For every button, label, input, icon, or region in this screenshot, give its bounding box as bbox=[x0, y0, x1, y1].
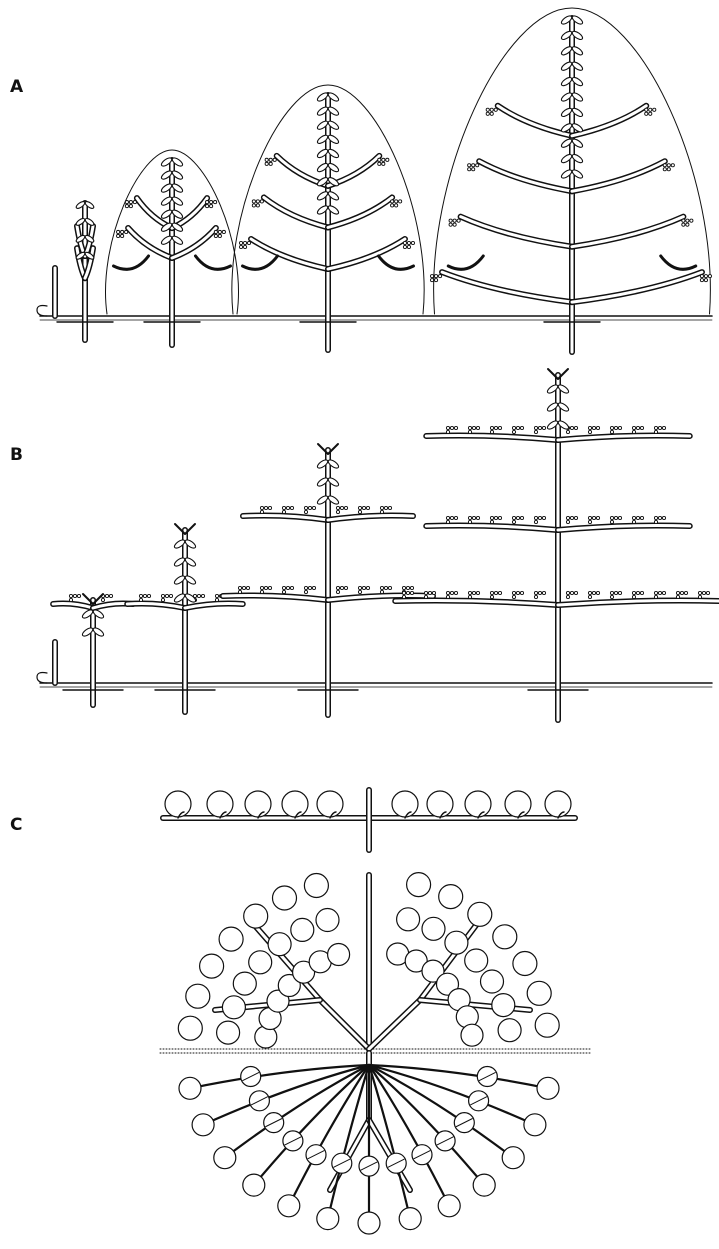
plan-spur-14 bbox=[268, 933, 291, 956]
plan-spur-7 bbox=[200, 954, 224, 978]
plan-spur-11 bbox=[249, 951, 272, 974]
panel-b-ground-line bbox=[37, 642, 712, 687]
plan-tip-51 bbox=[438, 1195, 460, 1217]
plan-spur-23 bbox=[397, 908, 420, 931]
panel-c: C bbox=[10, 790, 590, 1234]
panel-b: B bbox=[10, 369, 719, 720]
plan-tip-65 bbox=[192, 1114, 214, 1136]
plan-tip-63 bbox=[214, 1147, 236, 1169]
tree-b-4 bbox=[395, 369, 719, 720]
plan-spur-10 bbox=[219, 927, 243, 951]
plan-spur-8 bbox=[233, 972, 256, 995]
plan-spur-5 bbox=[222, 996, 245, 1019]
plan-tip-59 bbox=[278, 1195, 300, 1217]
side-spur-4 bbox=[282, 791, 308, 817]
tree-b-3 bbox=[223, 444, 433, 715]
plan-spur-34 bbox=[513, 952, 537, 976]
plan-spur-28 bbox=[468, 902, 492, 926]
plan-spur-41 bbox=[498, 1019, 521, 1042]
plan-spur-38 bbox=[492, 994, 515, 1017]
side-spur-1 bbox=[165, 791, 191, 817]
plan-spur-37 bbox=[527, 981, 551, 1005]
panel-c-label: C bbox=[10, 815, 22, 835]
plan-tip-53 bbox=[399, 1208, 421, 1230]
tree-a-3 bbox=[232, 85, 424, 350]
side-spur-2 bbox=[207, 791, 233, 817]
plan-spur-25 bbox=[439, 885, 463, 909]
plan-spur-21 bbox=[328, 944, 350, 966]
side-spur-8 bbox=[465, 791, 491, 817]
tree-b-1 bbox=[53, 594, 133, 705]
plan-spur-17 bbox=[291, 918, 314, 941]
plan-tip-61 bbox=[243, 1174, 265, 1196]
plan-tip-57 bbox=[317, 1208, 339, 1230]
plan-spur-2 bbox=[217, 1021, 240, 1044]
tree-a-1 bbox=[57, 200, 113, 340]
plan-spur-1 bbox=[178, 1016, 202, 1040]
plan-lower-half bbox=[179, 1053, 559, 1234]
plan-spur-16 bbox=[273, 886, 297, 910]
tree-a-4 bbox=[430, 8, 711, 352]
plan-spur-42 bbox=[461, 1024, 483, 1046]
side-spur-7 bbox=[427, 791, 453, 817]
side-spur-3 bbox=[245, 791, 271, 817]
plan-spur-22 bbox=[407, 873, 431, 897]
plan-spur-35 bbox=[481, 970, 504, 993]
panel-a: A bbox=[10, 8, 712, 352]
plan-tip-55 bbox=[358, 1212, 380, 1234]
plan-spur-29 bbox=[445, 931, 468, 954]
plan-spur-32 bbox=[465, 949, 488, 972]
plan-spur-13 bbox=[244, 904, 268, 928]
plan-spur-31 bbox=[493, 925, 517, 949]
plan-spur-19 bbox=[304, 874, 328, 898]
side-spur-5 bbox=[317, 791, 343, 817]
panel-b-trees bbox=[53, 369, 719, 720]
panel-a-label: A bbox=[10, 77, 24, 97]
plan-tip-45 bbox=[524, 1114, 546, 1136]
panel-c-plan-view bbox=[160, 855, 590, 1234]
panel-b-label: B bbox=[10, 445, 23, 465]
side-spur-10 bbox=[545, 791, 571, 817]
plan-spur-26 bbox=[422, 917, 445, 940]
plan-tip-47 bbox=[502, 1147, 524, 1169]
side-spur-9 bbox=[505, 791, 531, 817]
panel-a-trees bbox=[57, 8, 712, 352]
plan-spur-40 bbox=[535, 1013, 559, 1037]
panel-c-side-view bbox=[163, 790, 575, 850]
side-spur-6 bbox=[392, 791, 418, 817]
plan-tip-43 bbox=[537, 1077, 559, 1099]
plan-spur-4 bbox=[186, 984, 210, 1008]
plan-spur-20 bbox=[316, 909, 339, 932]
plan-tip-67 bbox=[179, 1077, 201, 1099]
plan-tip-49 bbox=[473, 1174, 495, 1196]
plan-upper-half bbox=[178, 873, 559, 1049]
